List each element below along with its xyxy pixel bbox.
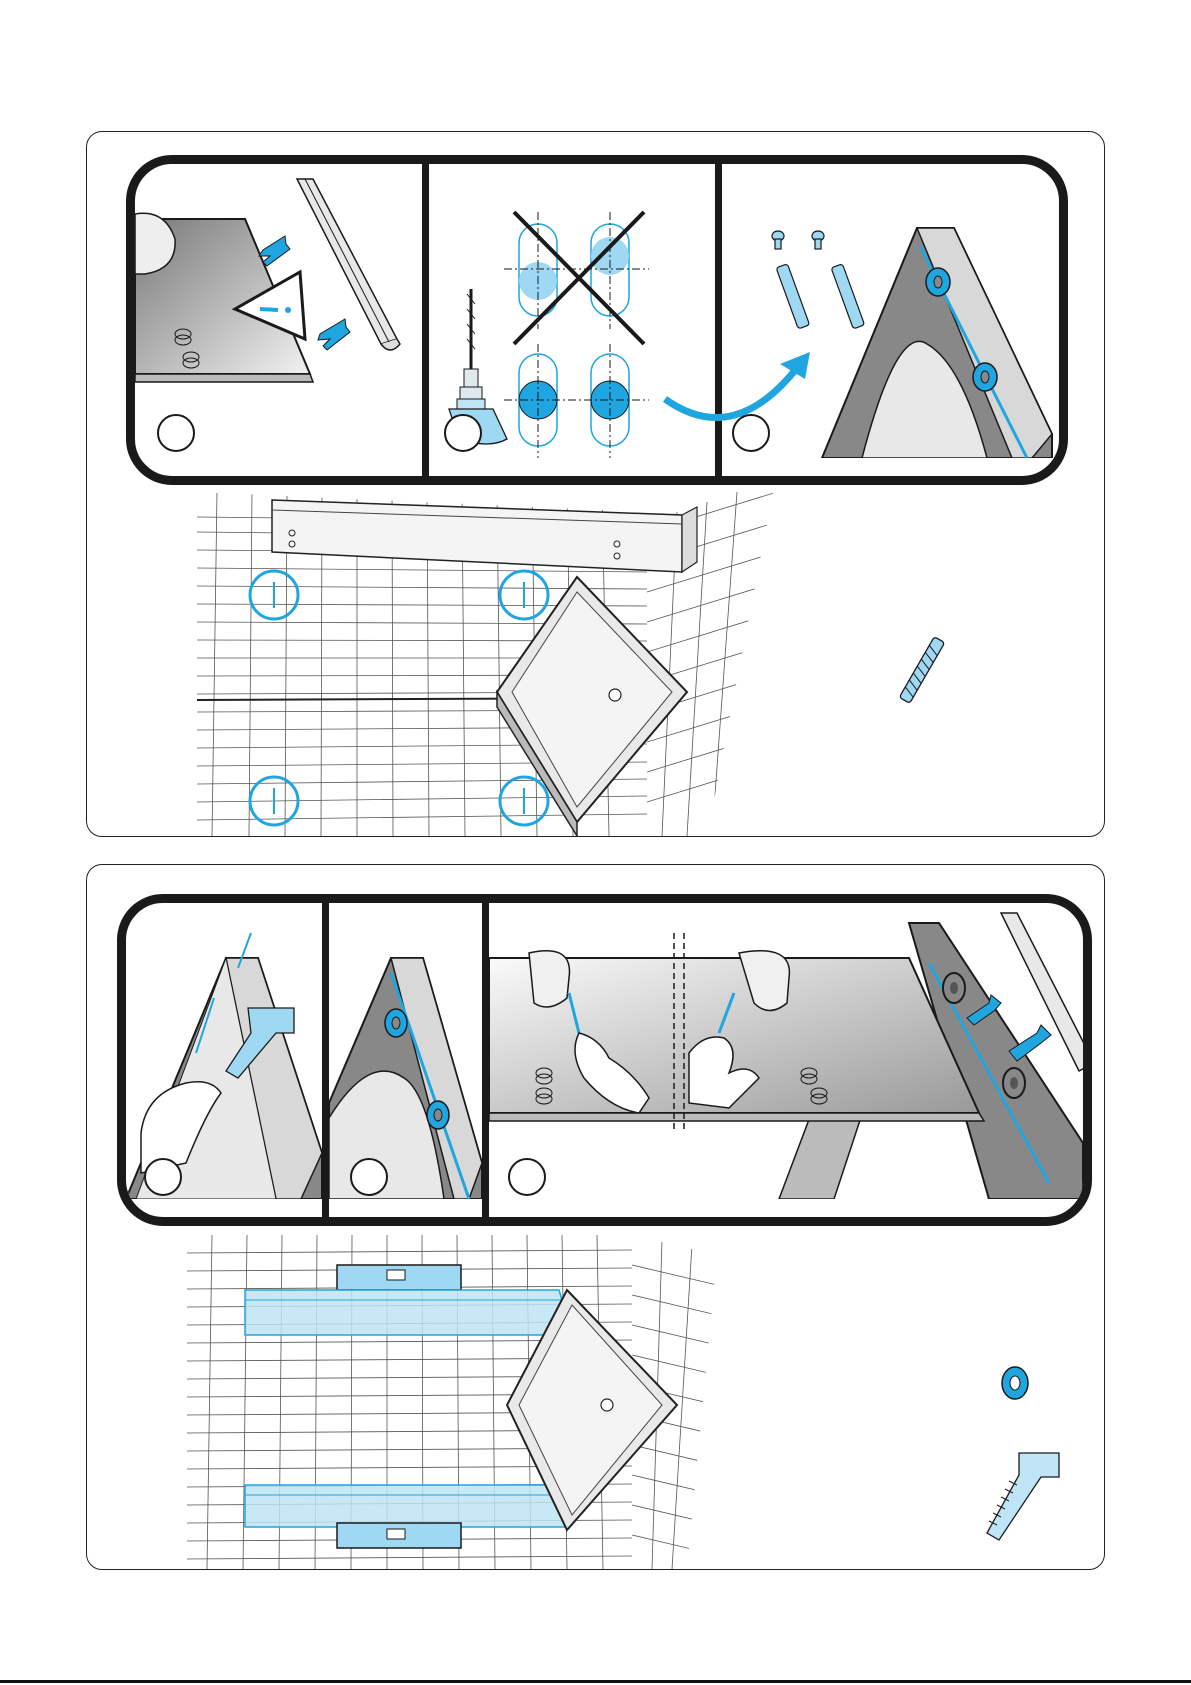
step-illustration-wall-plug [722, 164, 1059, 458]
page-bottom-rule [0, 1680, 1191, 1683]
step-divider [422, 164, 429, 476]
step-number-circle [508, 1158, 546, 1196]
instruction-panel-2 [86, 864, 1105, 1570]
step-number-circle [157, 414, 195, 452]
step-illustration-washer [329, 903, 482, 1199]
step-divider [322, 903, 329, 1217]
step-illustration-profile [489, 903, 1083, 1199]
step-number-circle [144, 1158, 182, 1196]
step-number-circle [444, 414, 482, 452]
step-strip-2 [117, 894, 1092, 1226]
step-number-circle [732, 414, 770, 452]
washer-part-icon [995, 1361, 1035, 1405]
step-illustration-clip [126, 903, 322, 1199]
instruction-panel-1 [86, 131, 1105, 837]
wall-plug-part-icon [892, 630, 952, 710]
step-number-circle [350, 1158, 388, 1196]
step-divider [482, 903, 489, 1217]
step-strip-1 [126, 155, 1068, 485]
clip-part-icon [979, 1445, 1069, 1545]
